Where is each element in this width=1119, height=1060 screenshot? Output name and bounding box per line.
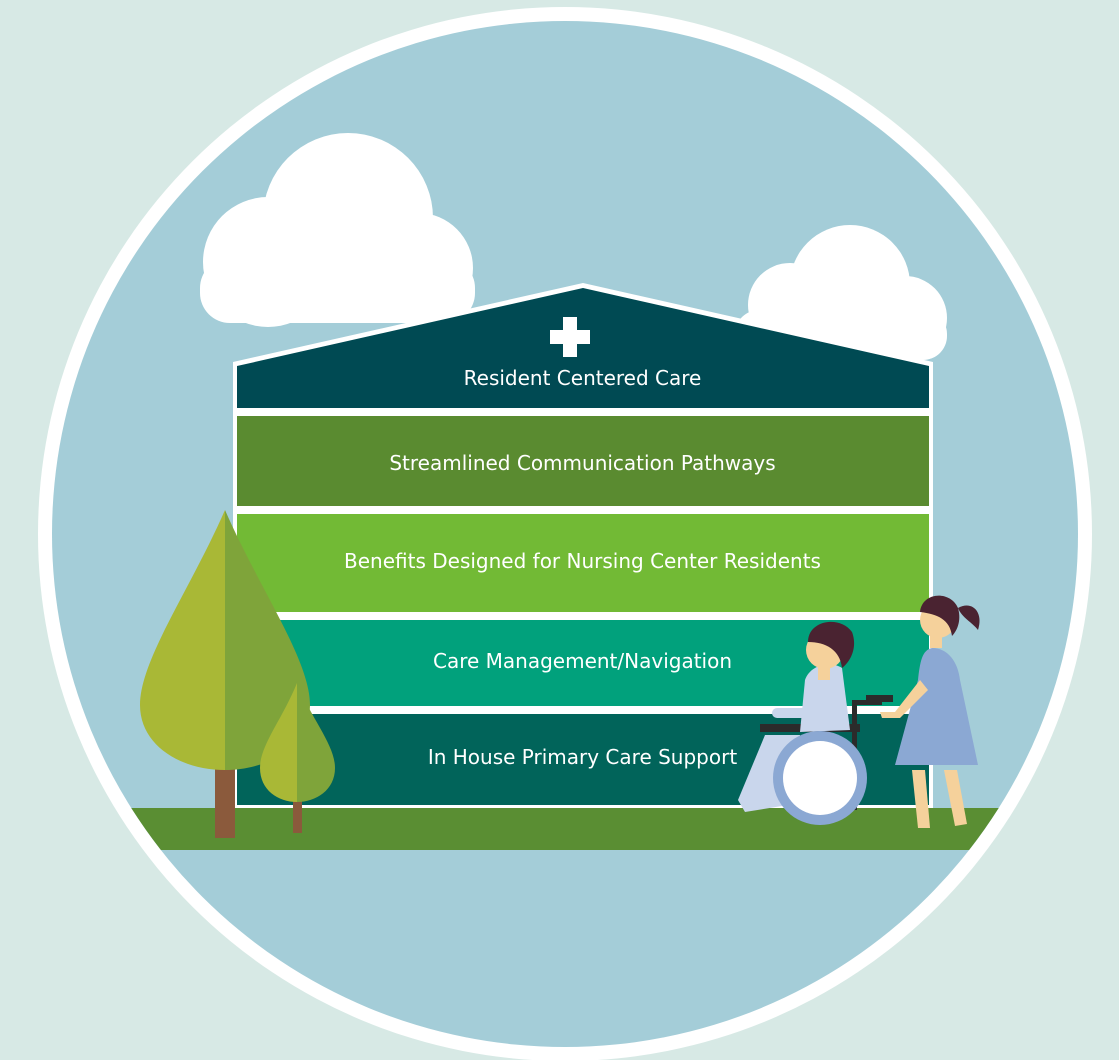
layer-label-communication-pathways: Streamlined Communication Pathways	[389, 451, 776, 475]
layer-label-care-management: Care Management/Navigation	[432, 649, 733, 673]
house-roof	[237, 288, 929, 408]
layer-band-communication	[237, 416, 929, 506]
wheelchair-resident-icon	[738, 621, 893, 825]
layer-label-primary-care: In House Primary Care Support	[427, 745, 738, 769]
caregiver-icon	[880, 595, 980, 828]
cloud-icon	[735, 225, 947, 360]
layer-label-resident-centered-care: Resident Centered Care	[463, 366, 702, 390]
tree-icon	[260, 683, 335, 833]
layer-band-benefits	[237, 514, 929, 612]
cloud-icon	[200, 133, 475, 327]
medical-cross-icon	[550, 317, 590, 357]
ground	[52, 808, 1078, 850]
layer-label-benefits: Benefits Designed for Nursing Center Res…	[344, 549, 821, 573]
